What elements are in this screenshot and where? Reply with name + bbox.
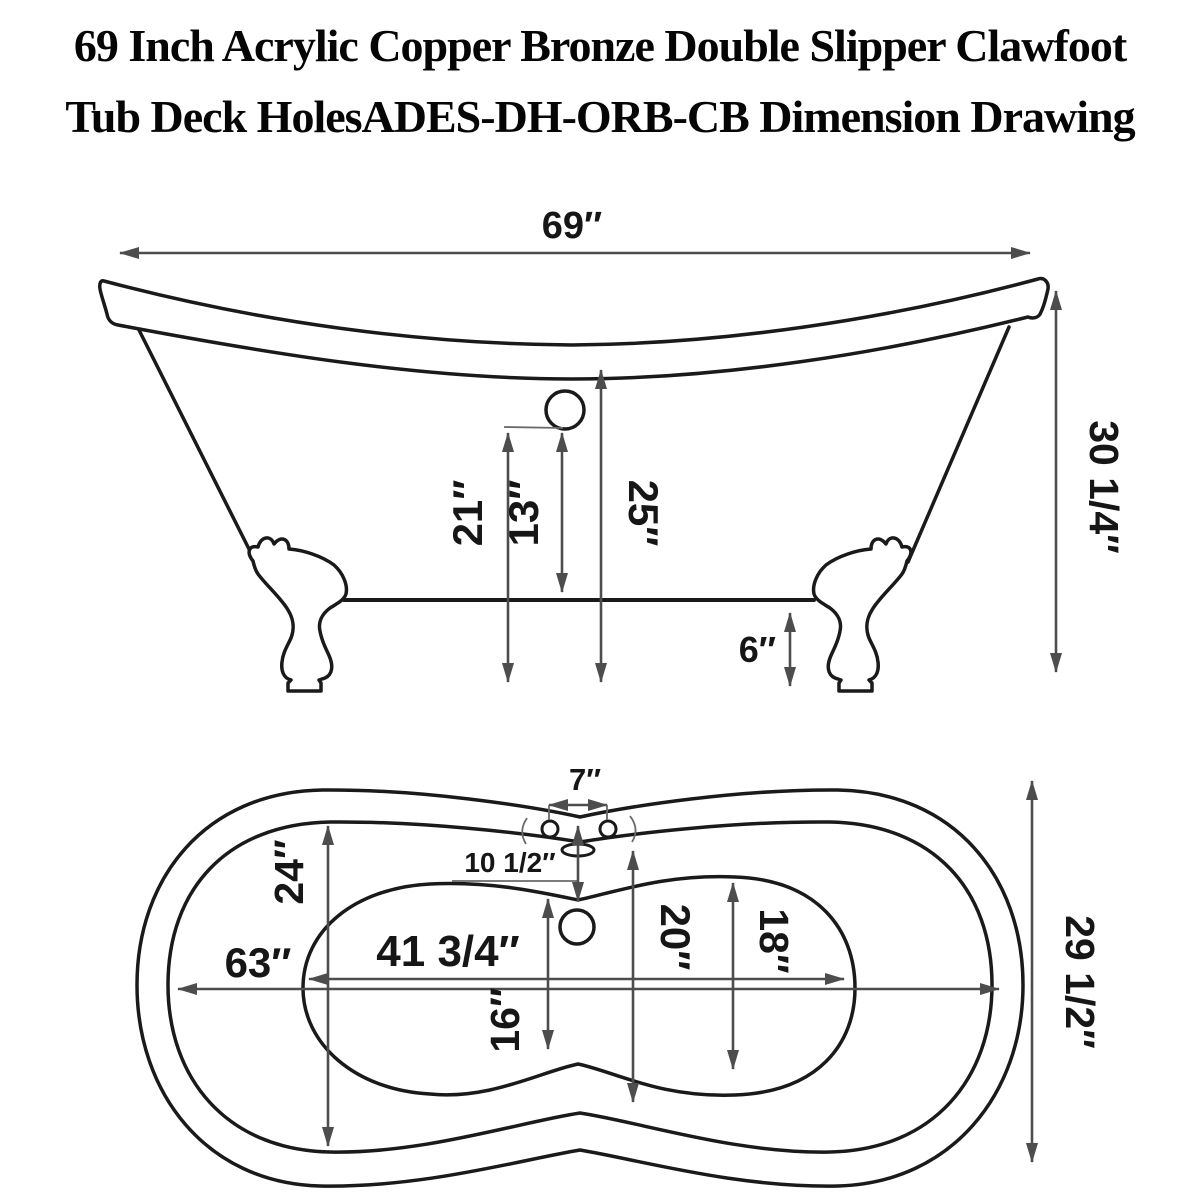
dim-label-overall-length: 69″ (542, 205, 602, 247)
dim-label-overflow-to-bottom: 13″ (500, 480, 547, 547)
faucet-hole-left (540, 819, 560, 839)
dim-label-inner-width-center: 20″ (652, 904, 699, 971)
title-line-2: Tub Deck HolesADES-DH-ORB-CB Dimension D… (65, 91, 1135, 143)
claw-foot-left (247, 536, 349, 693)
dim-label-floor-to-overflow: 21″ (444, 480, 491, 547)
dim-label-overall-height: 30 1/4″ (1081, 420, 1127, 554)
faucet-deck-right-edge (629, 815, 637, 843)
dim-label-floor-to-rim: 25″ (620, 480, 667, 547)
dim-label-inner-width-end: 24″ (266, 839, 312, 904)
overflow-hole (544, 389, 586, 431)
tub-rim-band (98, 276, 1050, 381)
faucet-hole-right (598, 819, 618, 839)
tub-right-slope (906, 325, 1011, 564)
top-view-drawing: 7″ 10 1/2″ 24″ 63″ 41 3/4″ 20″ 18″ 16″ 2… (135, 762, 1103, 1188)
dim-label-basin-center-width: 16″ (482, 987, 528, 1052)
dim-label-inner-length: 63″ (225, 939, 292, 986)
dim-label-faucet-to-drain: 10 1/2″ (464, 847, 555, 878)
page-title: 69 Inch Acrylic Copper Bronze Double Sli… (0, 10, 1200, 153)
tub-left-slope (137, 328, 255, 559)
faucet-deck-left-edge (521, 817, 528, 845)
claw-foot-right (811, 536, 913, 693)
side-view-drawing: 69″ 21″ 13″ 25″ 6″ 30 1/4″ (98, 205, 1127, 693)
overflow-reference-line (503, 426, 564, 429)
dim-label-basin-end-width: 18″ (751, 908, 797, 973)
dim-label-overall-width: 29 1/2″ (1057, 915, 1103, 1049)
dim-label-faucet-spacing: 7″ (569, 762, 601, 797)
drain-hole (558, 908, 596, 946)
title-line-1: 69 Inch Acrylic Copper Bronze Double Sli… (73, 20, 1127, 71)
dim-label-basin-length: 41 3/4″ (376, 927, 519, 976)
dim-label-floor-clearance: 6″ (739, 629, 776, 670)
